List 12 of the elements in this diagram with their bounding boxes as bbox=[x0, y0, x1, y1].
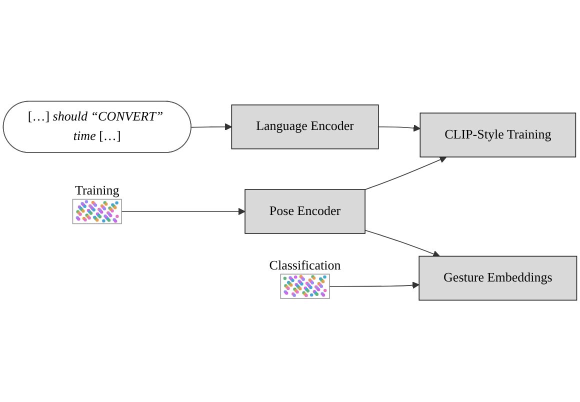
node-box: Language Encoder bbox=[231, 104, 379, 150]
node-box: CLIP-Style Training bbox=[420, 112, 576, 158]
arrow bbox=[378, 124, 420, 132]
arrow bbox=[121, 208, 246, 216]
node-box: Gesture Embeddings bbox=[418, 256, 578, 301]
panel-label: Training bbox=[74, 182, 120, 198]
node-box: Pose Encoder bbox=[244, 189, 366, 234]
panel-label: Classification bbox=[269, 258, 341, 273]
arrow bbox=[364, 230, 440, 258]
arrow bbox=[329, 282, 420, 290]
arrow bbox=[190, 124, 232, 131]
arrow bbox=[364, 156, 447, 190]
